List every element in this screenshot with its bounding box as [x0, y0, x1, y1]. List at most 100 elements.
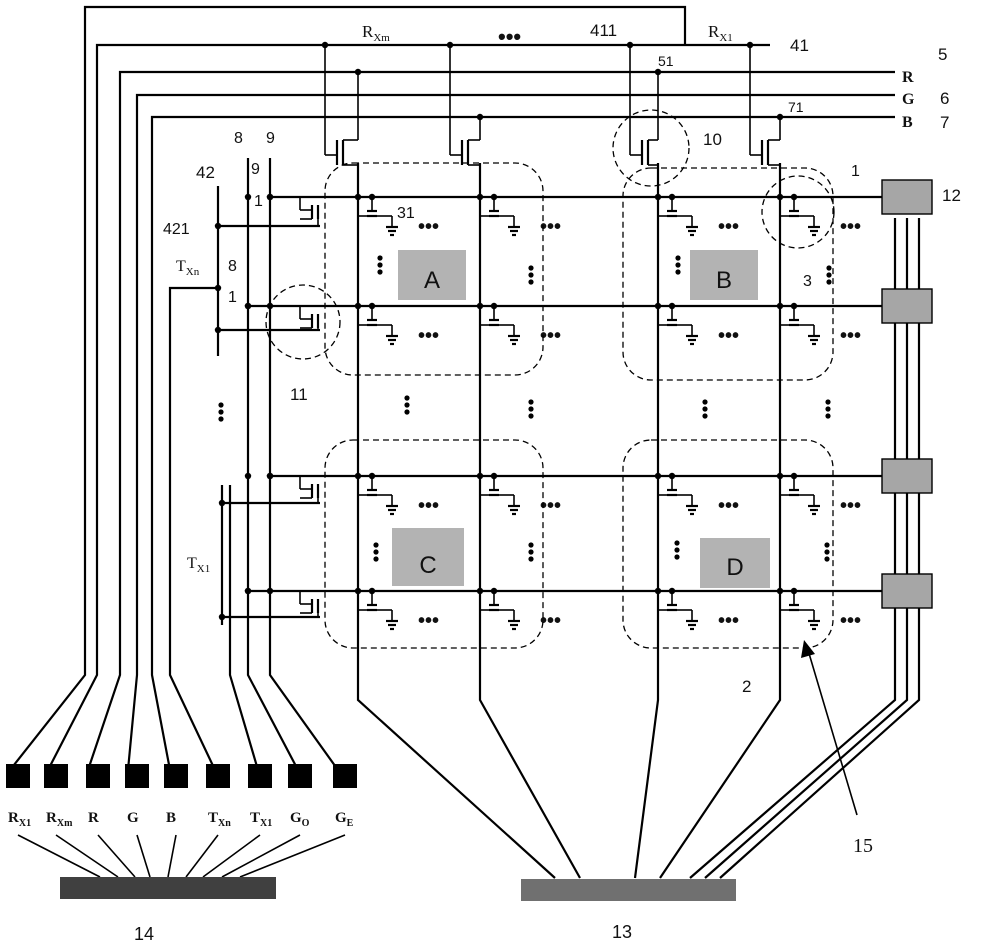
pad-7 [248, 764, 272, 788]
arrow-15-head [801, 640, 815, 658]
connector-wire-1 [689, 218, 897, 879]
ellipsis-dot [404, 409, 410, 415]
pad-1 [6, 764, 30, 788]
ellipsis-dot [373, 542, 379, 548]
bus-junction [214, 326, 222, 334]
block-c-label: C [419, 552, 436, 579]
ellipsis-dot [218, 409, 224, 415]
pixel-gate-junction [368, 193, 376, 201]
pad-label-7: TX1 [250, 810, 272, 829]
pixel-gate-junction [668, 193, 676, 201]
pixel-gate-junction [490, 302, 498, 310]
pixel-gate-junction [790, 472, 798, 480]
label-2: 2 [742, 677, 751, 696]
cell-ellipsis: ••• [418, 216, 439, 238]
region-d-outline [622, 439, 834, 649]
connector-wire-2 [704, 218, 909, 879]
block-a [398, 250, 466, 300]
pixel-gate-junction [490, 472, 498, 480]
label-421: 421 [163, 221, 190, 238]
ellipsis-dot [674, 554, 680, 560]
pixel-transistor: ••• [476, 302, 561, 347]
connector-3 [881, 458, 933, 494]
bus-lines [9, 5, 895, 771]
vdots-a-right [528, 265, 534, 285]
pad-2 [44, 764, 68, 788]
block-d [700, 538, 770, 588]
switch-color-junction [776, 113, 784, 121]
pad-fan-line [202, 834, 261, 878]
switch-bus-junction [446, 41, 454, 49]
pad-label-sub: O [302, 818, 310, 829]
row-switch-junction [244, 193, 252, 201]
pixel-row-junction [354, 587, 362, 595]
bus-junction [218, 613, 226, 621]
label-8-mid: 8 [228, 258, 237, 275]
pixel-gate-junction [368, 587, 376, 595]
cell-ellipsis: ••• [718, 495, 739, 517]
arrow-15-shaft [807, 649, 858, 816]
column-switch-3 [626, 41, 662, 168]
pad-fan-line [221, 834, 301, 878]
bus-junction [266, 472, 274, 480]
pad-4 [125, 764, 149, 788]
cell-ellipsis: ••• [418, 495, 439, 517]
cell-ellipsis: ••• [840, 610, 861, 632]
pixel-row-junction [776, 587, 784, 595]
row-switch-transistors [244, 193, 320, 617]
pixel-gate-junction [668, 302, 676, 310]
ellipsis-dot [826, 272, 832, 278]
ellipsis-dot [404, 395, 410, 401]
label-6: 6 [940, 89, 949, 108]
label-42: 42 [196, 163, 215, 182]
pixel-row-junction [654, 587, 662, 595]
pixel-row-junction [476, 472, 484, 480]
dashed-regions [265, 109, 835, 649]
ellipsis-dot [702, 399, 708, 405]
pixel-row-junction [654, 193, 662, 201]
column-switch-1 [321, 41, 362, 168]
bus-junction [266, 193, 274, 201]
ellipsis-dot [528, 265, 534, 271]
pad-9 [333, 764, 357, 788]
ellipsis-marks [218, 255, 832, 562]
bus-junction [214, 222, 222, 230]
label-41: 41 [790, 36, 809, 55]
ellipsis-dot [674, 540, 680, 546]
vdots-b-right [826, 265, 832, 285]
pixel-gate-junction [668, 472, 676, 480]
column-line-1 [356, 163, 556, 879]
column-switch-2 [446, 41, 484, 168]
pixel-gate-junction [790, 193, 798, 201]
label-71: 71 [788, 99, 804, 115]
pad-fan-line [136, 834, 151, 878]
cell-ellipsis: ••• [718, 216, 739, 238]
pad-label-2: RXm [46, 810, 73, 829]
r-line-label: R [902, 69, 914, 86]
ellipsis-dot [825, 399, 831, 405]
bar-14 [60, 877, 276, 899]
text-labels: RXm ••• 411 RX1 41 51 71 5 R G B 6 7 10 … [134, 21, 961, 944]
switch-color-junction [354, 68, 362, 76]
rxm-label: RXm [362, 22, 390, 44]
rx1-bus-line [9, 5, 687, 771]
grey-blocks: A B C D [392, 250, 770, 588]
pad-label-base: T [250, 810, 260, 826]
pad-fan-line [167, 834, 177, 878]
row-switch-3 [244, 472, 320, 503]
label-12: 12 [942, 186, 961, 205]
vdots-a-left [377, 255, 383, 275]
label-7: 7 [940, 113, 949, 132]
pixel-row-junction [654, 472, 662, 480]
label-1-a: 1 [254, 193, 263, 210]
vdots-mid-1 [404, 395, 410, 415]
pixel-gate-junction [368, 472, 376, 480]
label-5: 5 [938, 45, 947, 64]
pixel-row-junction [354, 302, 362, 310]
cell-ellipsis: ••• [540, 216, 561, 238]
cell-ellipsis: ••• [840, 495, 861, 517]
ellipsis-dot [528, 272, 534, 278]
column-line-4 [659, 163, 782, 879]
connector-2 [881, 288, 933, 324]
